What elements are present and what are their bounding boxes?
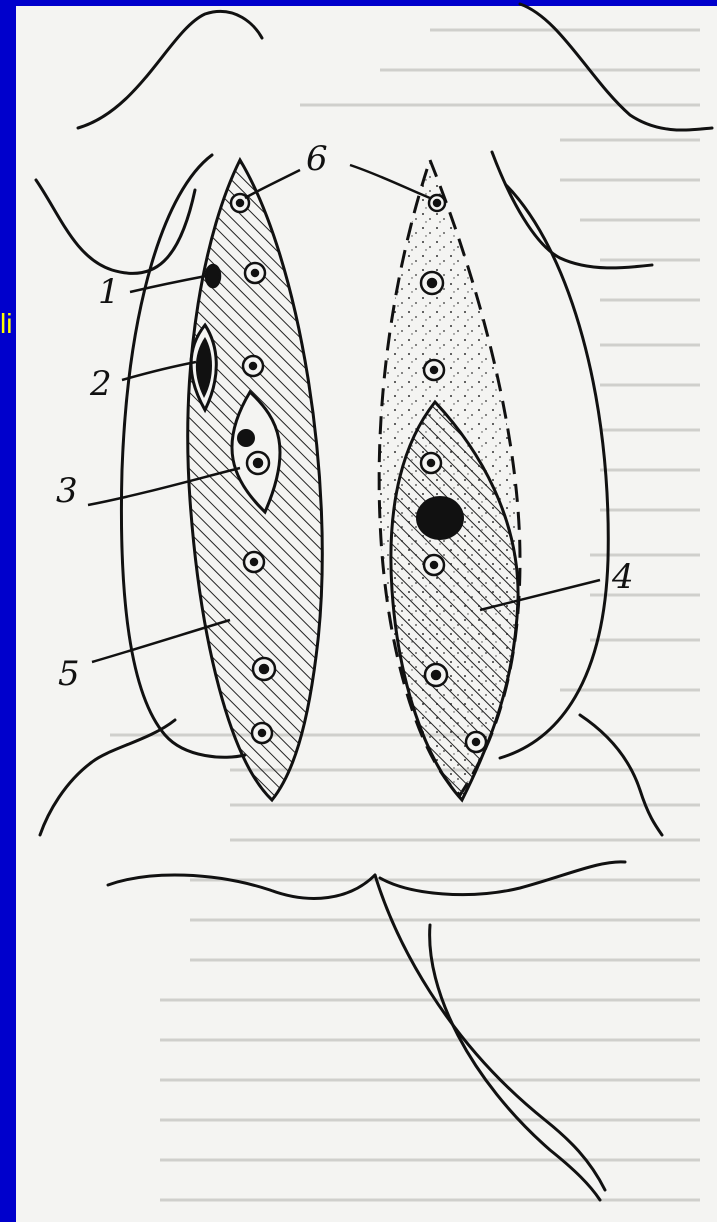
label-6: 6 xyxy=(306,139,328,179)
label-4: 4 xyxy=(611,557,634,597)
slide-text-fragment: li xyxy=(0,302,12,346)
large-dark-nucleus xyxy=(416,496,464,540)
outer-outline xyxy=(36,4,712,1200)
label-1: 1 xyxy=(98,272,120,312)
vacuole-dark-spot xyxy=(237,429,255,447)
left-cell xyxy=(188,160,323,800)
dark-nucleus xyxy=(206,265,220,287)
label-5: 5 xyxy=(58,654,80,694)
label-2: 2 xyxy=(89,364,112,404)
right-cell xyxy=(379,160,520,800)
label-3: 3 xyxy=(56,471,78,511)
leader-lines xyxy=(88,165,600,662)
